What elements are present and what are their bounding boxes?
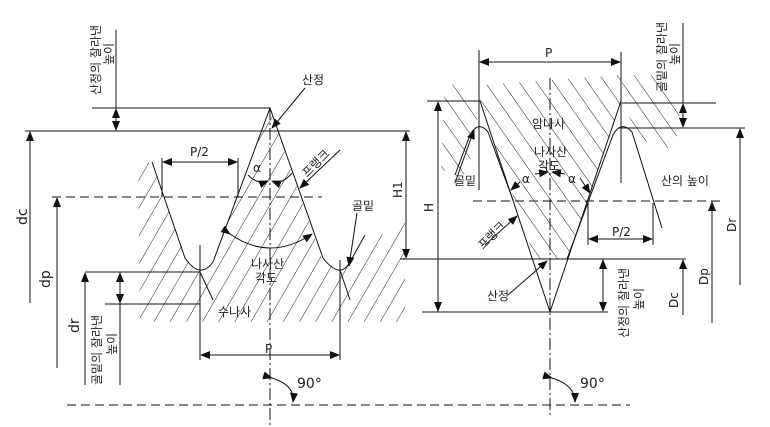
h-label: H	[422, 203, 436, 212]
thread-angle-label-2: 각도	[255, 271, 277, 285]
right-angle-label-right: 90°	[580, 376, 605, 392]
root-truncation-label-right-2: 높이	[668, 43, 682, 65]
Dc-label: Dc	[667, 292, 681, 308]
alpha-label: α	[253, 161, 261, 175]
internal-thread: P 암나사 나사산 각도 α α 골밑 산의 높이 프랭크 P/2 산정 H 골…	[400, 22, 745, 415]
pitch-label: P	[265, 342, 272, 356]
thread-angle-label: 나사산	[251, 257, 284, 271]
internal-hatch-right	[622, 75, 680, 150]
thread-angle-label-right-2: 각도	[538, 159, 560, 173]
internal-hatch-center	[480, 75, 622, 259]
h1-label: H1	[391, 181, 405, 198]
internal-thread-name: 암나사	[532, 117, 565, 131]
internal-hatch-left	[441, 80, 480, 175]
Dp-label: Dp	[697, 268, 711, 285]
root-truncation-label: 골밑의 잘라낸	[90, 315, 104, 385]
dr-label: dr	[67, 318, 83, 333]
root-truncation-label-2: 높이	[105, 333, 119, 355]
external-thread-name: 수나사	[218, 305, 251, 319]
root-label-right: 골밑	[454, 174, 476, 188]
dp-label: dp	[38, 270, 54, 288]
Dr-label: Dr	[725, 218, 739, 232]
half-pitch-label-right: P/2	[612, 225, 631, 239]
crest-truncation-label-right-2: 높이	[632, 288, 646, 310]
alpha-left-label: α	[522, 172, 530, 186]
flank-label-right: 프랭크	[475, 219, 508, 252]
crest-truncation-label-right: 산정의 잘라낸	[617, 268, 631, 338]
crest-truncation-label-2: 높이	[102, 43, 116, 65]
crest-label-right: 산정	[487, 289, 509, 303]
external-thread: 산정의 잘라낸 높이 산정 P/2 α 프랭크 골밑 H1 나사산 각도 수나사…	[15, 25, 430, 427]
crest-label: 산정	[302, 73, 324, 87]
root-label: 골밑	[352, 199, 374, 213]
dc-label: dc	[15, 208, 31, 225]
half-pitch-label: P/2	[190, 145, 209, 159]
root-truncation-label-right: 골밑의 잘라낸	[655, 22, 669, 92]
alpha-right-label: α	[568, 172, 576, 186]
crest-truncation-label: 산정의 잘라낸	[89, 25, 103, 95]
external-thread-hatch	[138, 110, 405, 322]
thread-height-label: 산의 높이	[661, 174, 709, 188]
right-angle-label: 90°	[297, 376, 322, 392]
flank-label: 프랭크	[299, 147, 332, 180]
pitch-label-right: P	[545, 46, 552, 60]
thread-angle-label-right: 나사산	[534, 145, 567, 159]
